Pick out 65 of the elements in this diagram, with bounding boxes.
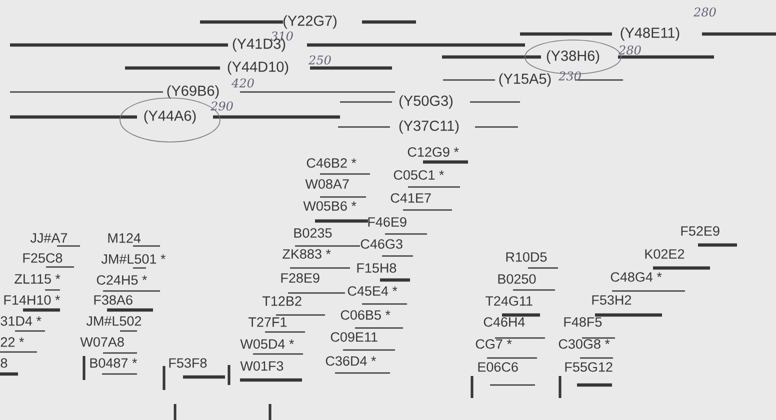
clone-label: T24G11 <box>486 296 532 306</box>
clone-label: F53F8 <box>169 358 207 368</box>
clone-label: 22 * <box>0 337 24 347</box>
handwritten-note: 280 <box>618 45 641 55</box>
clone-label: JJ#A7 <box>30 233 68 243</box>
clone-label: T12B2 <box>262 296 302 306</box>
clone-label: E06C6 <box>478 362 518 372</box>
clone-label: ZK883 * <box>282 249 331 259</box>
clone-label: C46B2 * <box>306 158 356 168</box>
clone-label: (Y41D3) <box>232 38 286 52</box>
clone-label: F55G12 <box>565 362 612 372</box>
clone-label: 31D4 * <box>0 316 42 326</box>
clone-label: W08A7 <box>305 179 349 189</box>
clone-label: F46E9 <box>368 217 406 227</box>
clone-label: C46G3 <box>360 239 402 249</box>
clone-label: CG7 * <box>476 339 512 349</box>
clone-label: M124 <box>108 233 141 243</box>
clone-label: C24H5 * <box>96 275 147 285</box>
clone-label: C45E4 * <box>348 286 398 296</box>
clone-label: B0250 <box>498 274 536 284</box>
clone-label: C09E11 <box>330 332 378 342</box>
clone-label: C36D4 * <box>326 356 376 366</box>
clone-label: K02E2 <box>645 249 684 259</box>
handwritten-note: 420 <box>232 78 254 88</box>
clone-label: C06B5 * <box>340 310 390 320</box>
clone-label: B0235 <box>294 228 332 238</box>
handwritten-note: 280 <box>694 7 716 17</box>
clone-label: W05D4 * <box>240 339 294 349</box>
handwritten-note: 250 <box>308 55 331 65</box>
clone-label: F52E9 <box>681 226 720 236</box>
clone-label: C05C1 * <box>394 170 444 180</box>
clone-label: JM#L501 * <box>101 254 166 264</box>
clone-label: (Y22G7) <box>284 15 336 29</box>
clone-label: (Y69B6) <box>167 85 219 99</box>
clone-label: R10D5 <box>506 252 547 262</box>
clone-label: (Y50G3) <box>400 95 452 109</box>
clone-label: (Y15A5) <box>499 73 551 87</box>
handwritten-note: 310 <box>270 31 293 41</box>
clone-label: C48G4 * <box>610 272 662 282</box>
clone-label: ZL115 * <box>14 274 60 284</box>
clone-label: F15H8 <box>357 263 396 273</box>
clone-label: W07A8 <box>80 337 124 347</box>
clone-label: (Y44A6) <box>144 110 196 124</box>
clone-label: C46H4 <box>484 317 525 327</box>
clone-label: C41E7 <box>390 193 431 203</box>
clone-label: W01F3 <box>240 361 284 371</box>
clone-label: F38A6 <box>94 295 132 305</box>
handwritten-note: 290 <box>210 101 233 111</box>
clone-label: W05B6 * <box>303 201 356 211</box>
clone-label: C30G8 * <box>558 339 610 349</box>
clone-label: (Y48E11) <box>620 27 680 41</box>
clone-label: (Y44D10) <box>228 61 288 75</box>
clone-label: JM#L502 <box>86 316 142 326</box>
clone-label: C12G9 * <box>408 147 459 157</box>
clone-label: F48F5 <box>564 317 602 327</box>
clone-label: F28E9 <box>281 273 320 283</box>
clone-label: F14H10 * <box>4 295 60 305</box>
clone-label: (Y38H6) <box>546 50 600 64</box>
clone-label: F25C8 <box>23 253 62 263</box>
clone-label: B0487 * <box>90 358 138 368</box>
handwritten-note: 230 <box>558 71 581 81</box>
clone-label: F53H2 <box>592 295 632 305</box>
clone-label: T27F1 <box>248 317 287 327</box>
clone-label: 8 <box>0 358 8 368</box>
clone-label: (Y37C11) <box>399 120 459 134</box>
